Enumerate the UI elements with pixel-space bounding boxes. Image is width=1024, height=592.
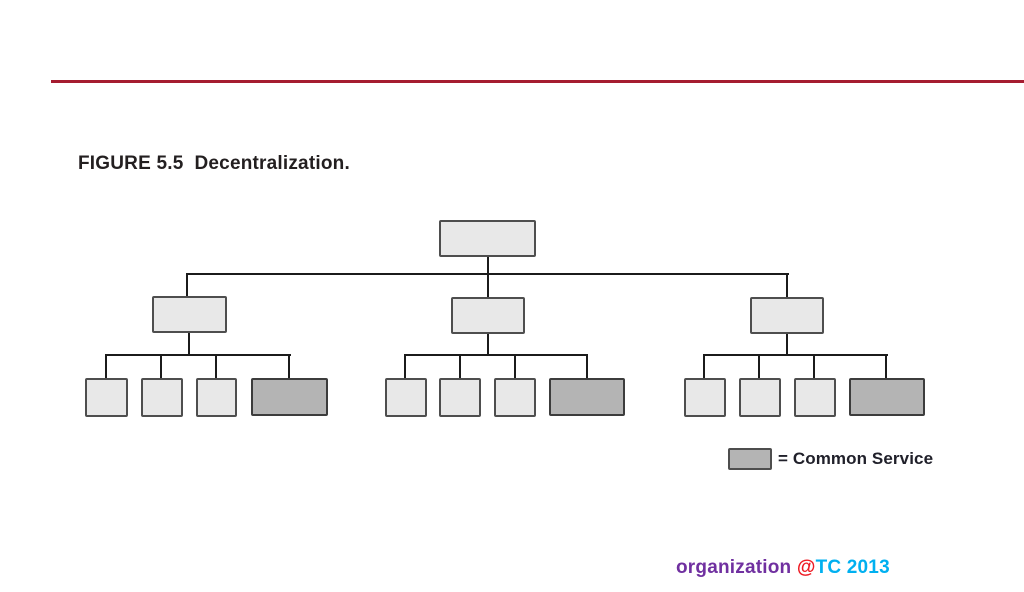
org-box-child-1-3 (196, 378, 237, 417)
figure-caption-label: FIGURE 5.5 (78, 153, 184, 174)
watermark-tc-2013: TC 2013 (815, 557, 890, 578)
connector-child-stub (758, 354, 760, 380)
org-box-child-3-2 (739, 378, 781, 417)
connector-child-stub (288, 354, 290, 380)
connector-branch-1-stub (188, 331, 190, 356)
org-box-branch-3 (750, 297, 824, 334)
connector-drop-branch-3 (786, 273, 788, 299)
connector-bus-branch-3 (703, 354, 888, 356)
org-box-child-1-2 (141, 378, 183, 417)
connector-branch-3-stub (786, 332, 788, 356)
connector-drop-branch-2 (487, 273, 489, 299)
connector-bus-branch-1 (105, 354, 291, 356)
org-box-child-2-4-common-service (549, 378, 625, 416)
legend: = Common Service (728, 446, 933, 472)
connector-child-stub (160, 354, 162, 380)
org-box-child-2-3 (494, 378, 536, 417)
org-box-root (439, 220, 536, 257)
connector-child-stub (586, 354, 588, 380)
org-box-child-3-4-common-service (849, 378, 925, 416)
org-box-child-1-1 (85, 378, 128, 417)
connector-drop-branch-1 (186, 273, 188, 298)
connector-child-stub (459, 354, 461, 380)
legend-label: = Common Service (778, 449, 934, 468)
org-box-branch-1 (152, 296, 227, 333)
org-box-child-3-1 (684, 378, 726, 417)
watermark: organization @TC 2013 (676, 557, 890, 579)
org-box-child-2-2 (439, 378, 481, 417)
org-box-child-3-3 (794, 378, 836, 417)
org-box-branch-2 (451, 297, 525, 334)
connector-bus-branch-2 (404, 354, 588, 356)
connector-child-stub (404, 354, 406, 380)
connector-root-stub (487, 256, 489, 275)
accent-rule (51, 80, 1024, 83)
connector-child-stub (813, 354, 815, 380)
connector-child-stub (703, 354, 705, 380)
org-box-child-2-1 (385, 378, 427, 417)
connector-branch-2-stub (487, 332, 489, 356)
connector-child-stub (105, 354, 107, 380)
figure-caption-title: Decentralization. (194, 153, 350, 174)
org-box-child-1-4-common-service (251, 378, 328, 416)
watermark-at-sign: @ (796, 557, 816, 578)
connector-child-stub (514, 354, 516, 380)
watermark-organization: organization (676, 557, 797, 578)
figure-caption: FIGURE 5.5 Decentralization. (78, 153, 350, 175)
connector-child-stub (885, 354, 887, 380)
legend-common-service-swatch (728, 448, 772, 470)
connector-child-stub (215, 354, 217, 380)
